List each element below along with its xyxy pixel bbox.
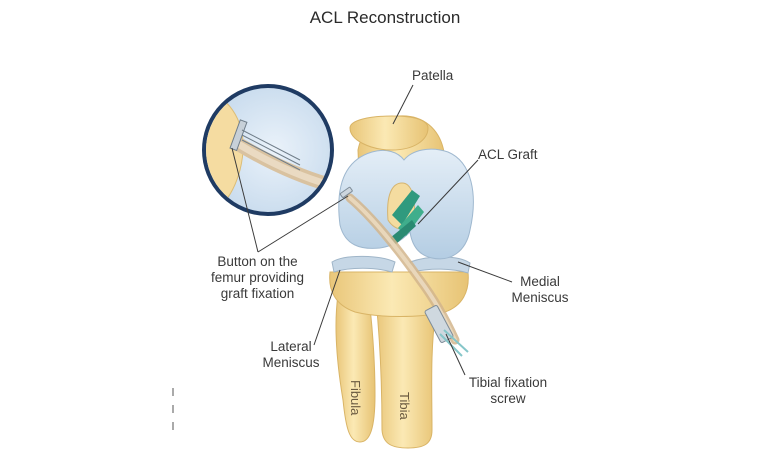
medial-label-line2: Meniscus [511,290,569,305]
tibia-bone [375,299,437,449]
lateral-label-line1: Lateral [270,339,312,354]
button-label-line2: femur providing [210,270,305,285]
patella-label: Patella [412,68,454,83]
tibial-label-line1: Tibial fixation [468,375,548,390]
medial-meniscus-label: Medial Meniscus [505,274,575,306]
acl-graft-label: ACL Graft [478,147,538,162]
lateral-meniscus-label: Lateral Meniscus [256,339,326,371]
tibial-screw-label: Tibial fixation screw [458,375,558,407]
patella-bone [349,115,429,151]
fibula-bone [335,291,376,443]
button-label-line1: Button on the [217,254,298,269]
medial-label-line1: Medial [520,274,560,289]
inset-magnifier [202,84,334,216]
button-femur-label: Button on the femur providing graft fixa… [200,254,315,302]
tibial-plateau [329,271,469,317]
femoral-button [339,186,353,199]
tibia-label: Tibia [397,392,412,420]
lateral-label-line2: Meniscus [262,355,320,370]
fibula-label: Fibula [348,380,363,416]
leader-lines [231,84,513,376]
lateral-meniscus [331,255,396,273]
tibial-label-line2: screw [490,391,526,406]
acl-graft [390,190,424,244]
diagram-title: ACL Reconstruction [309,8,461,27]
button-label-line3: graft fixation [220,286,295,301]
